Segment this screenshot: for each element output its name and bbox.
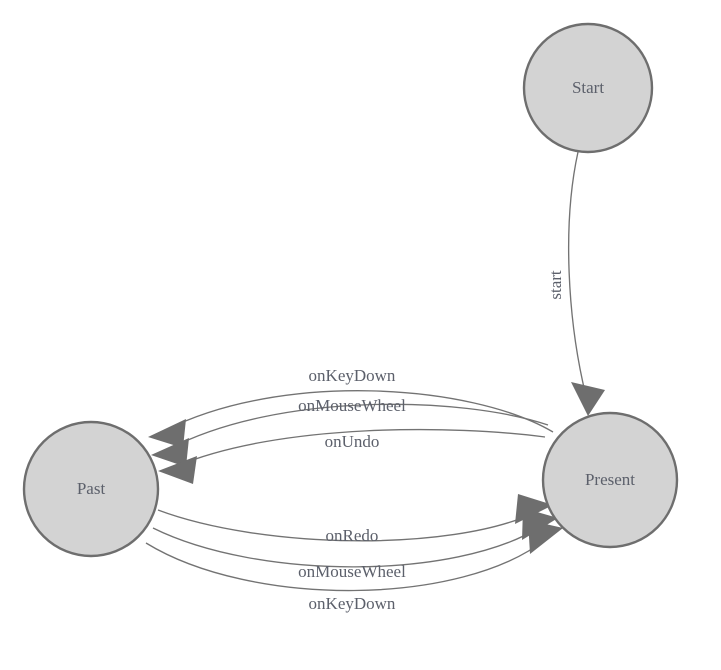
edge-path-wheel-redo [152, 526, 541, 568]
node-present[interactable]: Present [541, 411, 679, 549]
edge-path-keydown-undo [165, 390, 554, 433]
node-past-circle [22, 420, 160, 558]
edge-arrowhead-wheel-undo [151, 438, 189, 467]
edge-past-to-present-keydown[interactable]: onKeyDown [145, 520, 563, 613]
edge-path-keydown-redo [145, 538, 547, 592]
node-start-circle [522, 22, 654, 154]
edge-label-start: start [546, 270, 565, 300]
node-past-label: Past [77, 479, 106, 498]
edge-path-undo [176, 428, 546, 467]
edge-label-keydown-undo: onKeyDown [309, 366, 396, 385]
edge-label-wheel-undo: onMouseWheel [298, 396, 406, 415]
edge-label-redo: onRedo [326, 526, 379, 545]
edge-arrowhead-start [571, 382, 605, 416]
node-past[interactable]: Past [22, 420, 160, 558]
edge-present-to-past-mousewheel[interactable]: onMouseWheel [151, 396, 549, 467]
edge-arrowhead-keydown-redo [528, 520, 563, 554]
edge-path-wheel-undo [168, 403, 549, 450]
node-present-label: Present [585, 470, 635, 489]
edge-label-undo: onUndo [325, 432, 380, 451]
node-start[interactable]: Start [522, 22, 654, 154]
edge-label-wheel-redo: onMouseWheel [298, 562, 406, 581]
edge-start-to-present[interactable]: start [546, 151, 605, 416]
edge-present-to-past-undo[interactable]: onUndo [158, 428, 546, 484]
edge-arrowhead-keydown-undo [148, 419, 186, 448]
edge-label-keydown-redo: onKeyDown [309, 594, 396, 613]
nodes-layer: Start Past Present [22, 22, 679, 558]
edge-path-redo [157, 509, 535, 542]
edge-past-to-present-redo[interactable]: onRedo [157, 494, 553, 545]
edge-path-start [568, 151, 586, 393]
node-start-label: Start [572, 78, 604, 97]
edge-arrowhead-undo [158, 456, 197, 484]
node-present-circle [541, 411, 679, 549]
edges-layer: start onKeyDown onMouseWheel onUndo [145, 151, 605, 613]
edge-present-to-past-keydown[interactable]: onKeyDown [148, 366, 554, 448]
